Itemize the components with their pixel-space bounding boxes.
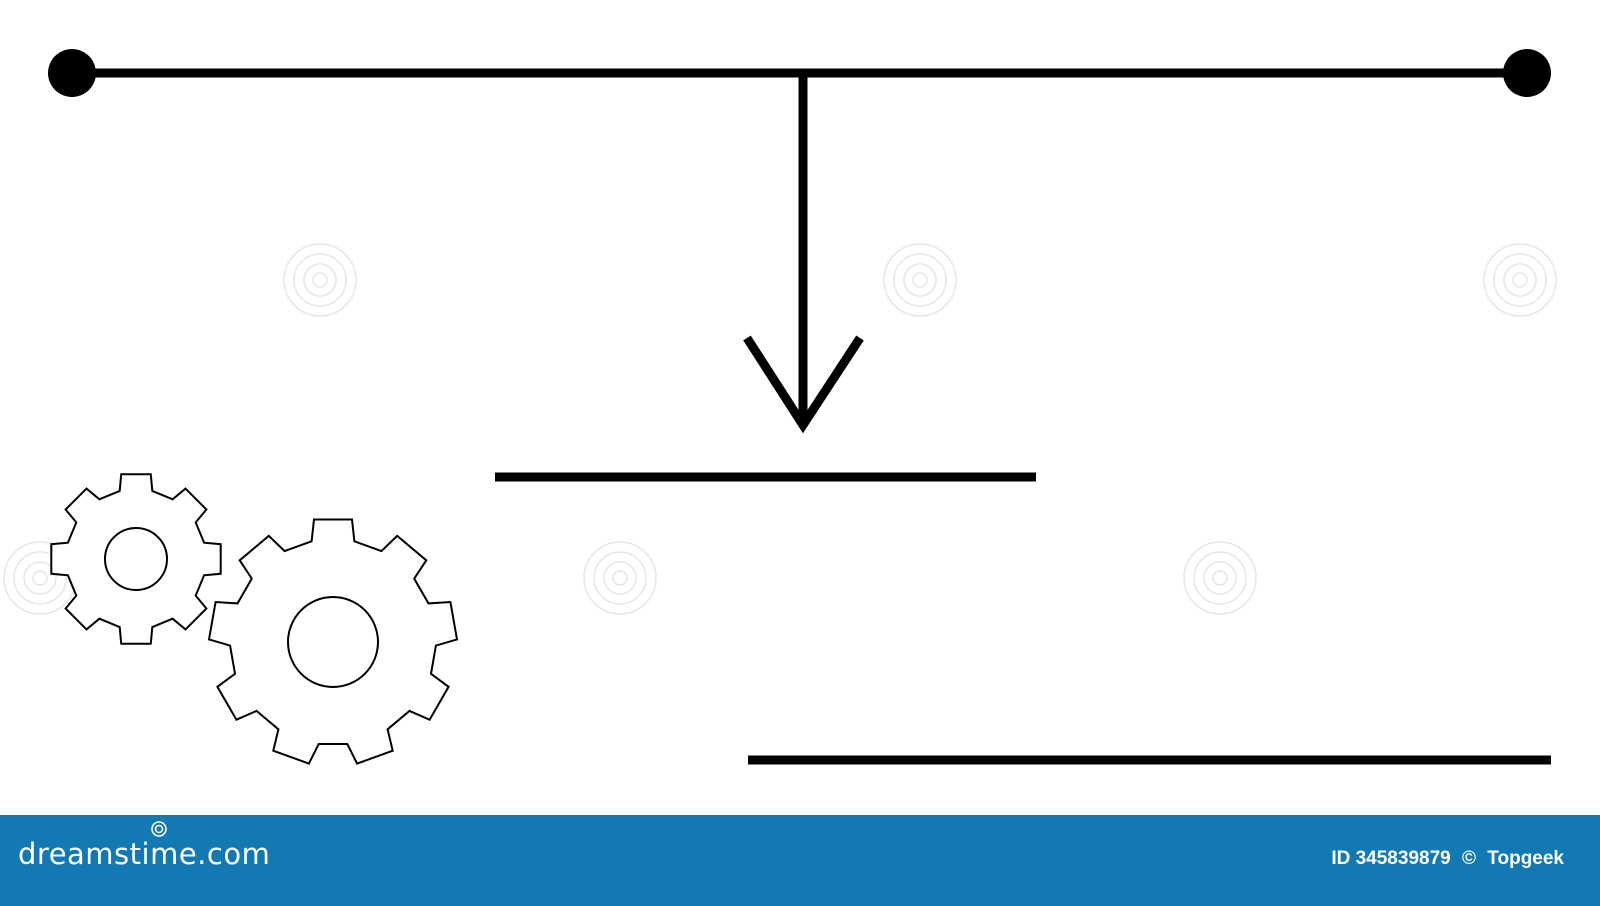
image-id: ID 345839879 [1331, 848, 1451, 869]
large-gear-icon-hole [287, 596, 379, 688]
author-name: Topgeek [1487, 848, 1564, 869]
logo-swirl-icon [151, 821, 167, 837]
small-gear-icon [50, 473, 222, 645]
diagram-canvas [3, 49, 1557, 765]
down-arrow-icon [743, 335, 864, 434]
watermark-layer [3, 243, 1557, 615]
copyright-symbol: © [1462, 848, 1476, 869]
left-endpoint-dot [48, 49, 96, 97]
diagram-svg [3, 49, 1557, 765]
large-gear-icon [207, 518, 459, 765]
small-gear-icon-hole [104, 527, 168, 591]
image-credit: ID 345839879 © Topgeek [1331, 848, 1570, 870]
right-endpoint-dot [1503, 49, 1551, 97]
logo-text: dreamstime.com [18, 837, 271, 871]
footer-bar: dreamstime.com ID 345839879 © Topgeek [0, 815, 1600, 906]
gears-icon [50, 473, 459, 765]
